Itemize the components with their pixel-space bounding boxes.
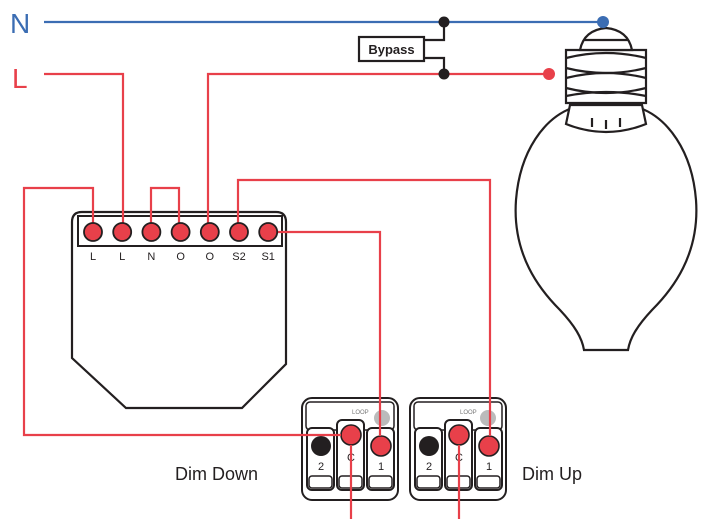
live-wire bbox=[44, 72, 125, 232]
loop-terminal bbox=[480, 410, 496, 426]
switch-terminal-2 bbox=[419, 436, 439, 456]
module-terminal-label: N bbox=[147, 251, 155, 263]
switch-terminal-label: 1 bbox=[378, 461, 384, 473]
module-terminal-l bbox=[83, 222, 103, 242]
module-terminal-o bbox=[199, 222, 220, 242]
loop-label: LOOP bbox=[460, 410, 477, 416]
light-bulb-icon bbox=[514, 26, 698, 352]
switch-terminal-1 bbox=[478, 435, 500, 457]
bypass-wire bbox=[424, 22, 446, 74]
bypass-device: Bypass bbox=[357, 35, 426, 63]
module-terminal-l bbox=[112, 222, 133, 242]
module-terminal-label: S2 bbox=[232, 251, 245, 263]
live-label: L bbox=[12, 63, 28, 94]
neutral-junction bbox=[438, 16, 450, 28]
neutral-label: N bbox=[10, 8, 30, 39]
module-terminal-label: O bbox=[206, 251, 215, 263]
switch-terminal-label: 2 bbox=[426, 461, 432, 473]
live-junction bbox=[438, 68, 450, 80]
module-terminal-label: L bbox=[90, 251, 96, 263]
module-terminal-s2 bbox=[229, 222, 249, 242]
s2-wire bbox=[236, 178, 492, 436]
bypass-label: Bypass bbox=[368, 42, 414, 57]
loop-wire bbox=[149, 186, 181, 232]
switch-live-wire bbox=[22, 186, 341, 437]
bulb-live-terminal bbox=[543, 68, 555, 80]
switch-terminal-1 bbox=[370, 435, 392, 457]
switch-terminal-c bbox=[448, 424, 470, 446]
module-terminal-label: O bbox=[176, 251, 185, 263]
switch-terminal-2 bbox=[311, 436, 331, 456]
dim-down-label: Dim Down bbox=[175, 464, 258, 484]
module-terminals: L L N O O S2 S1 bbox=[83, 222, 279, 263]
module-terminal-o bbox=[170, 222, 191, 242]
module-terminal-label: L bbox=[119, 251, 125, 263]
output-wire bbox=[206, 72, 549, 232]
module-terminal-label: S1 bbox=[261, 251, 274, 263]
loop-label: LOOP bbox=[352, 410, 369, 416]
switch-terminal-label: 1 bbox=[486, 461, 492, 473]
bulb-neutral-terminal bbox=[597, 16, 609, 28]
dim-up-label: Dim Up bbox=[522, 464, 582, 484]
module-terminal-n bbox=[141, 222, 162, 242]
module-terminal-s1 bbox=[258, 222, 279, 242]
s1-wire bbox=[268, 230, 382, 436]
switch-terminal-label: 2 bbox=[318, 461, 324, 473]
loop-terminal bbox=[374, 410, 390, 426]
switch-terminal-c bbox=[340, 424, 362, 446]
